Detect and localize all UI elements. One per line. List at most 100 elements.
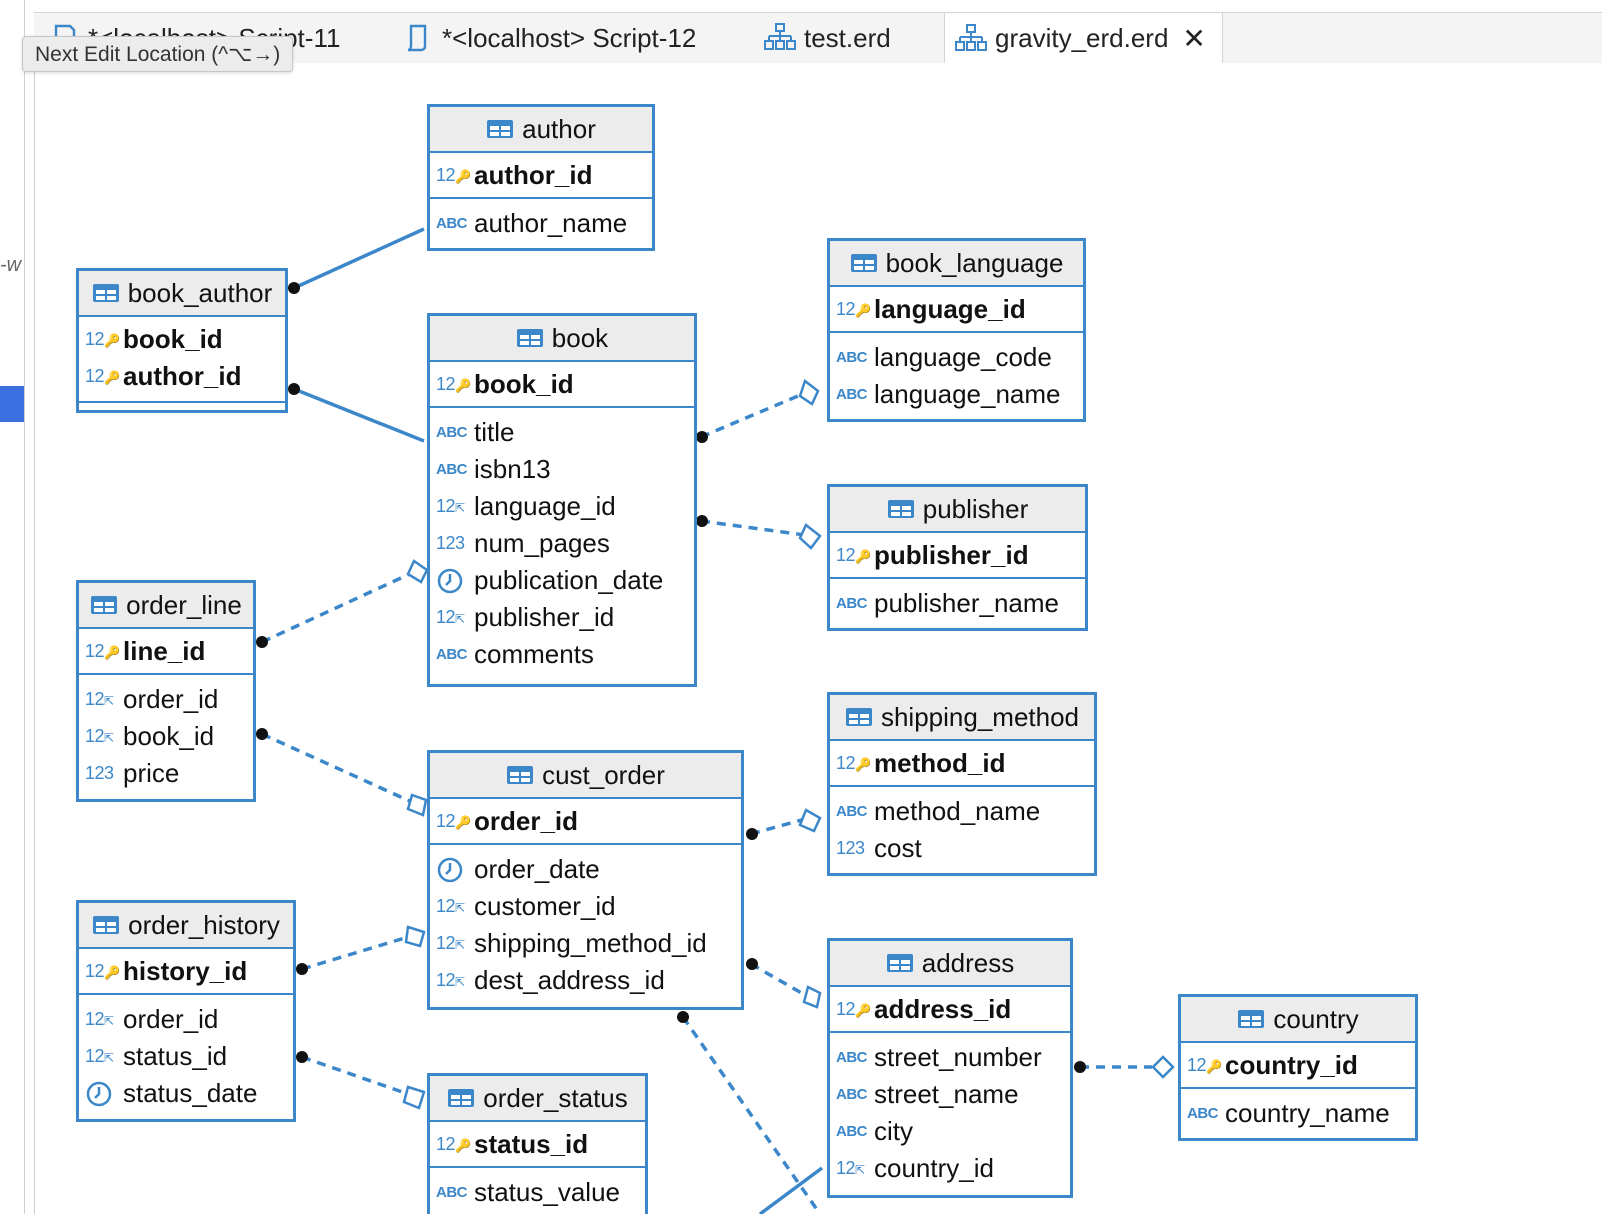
foreign-key-icon: 12⇱ [436,496,465,516]
attribute-row[interactable]: publication_date [430,562,694,599]
pk-attribute[interactable]: 12🔑author_id [430,153,652,199]
text-type-icon: ABC [836,803,868,820]
foreign-key-icon: 12⇱ [436,970,465,990]
key-icon: 12🔑 [85,366,120,386]
entity-header: book_language [830,241,1083,287]
table-icon [93,916,120,934]
entity-header: book [430,316,694,362]
attribute-row[interactable]: 12⇱shipping_method_id [436,928,707,958]
attribute-row[interactable]: 12⇱dest_address_id [436,965,665,995]
pk-attribute[interactable]: 12🔑book_id [85,324,223,354]
foreign-key-icon: 12⇱ [436,607,465,627]
number-type-icon: 123 [836,838,865,858]
entity-order_history[interactable]: order_history 12🔑history_id 12⇱order_id … [76,900,296,1122]
tab-test-erd[interactable]: test.erd [764,13,891,63]
gutter-selection-marker [0,386,24,422]
pk-attribute[interactable]: 12🔑address_id [830,987,1070,1033]
attribute-row[interactable]: status_date [79,1075,293,1112]
pk-attribute[interactable]: 12🔑book_id [430,362,694,408]
pk-attribute[interactable]: 12🔑order_id [430,799,741,845]
pk-attribute[interactable]: 12🔑publisher_id [830,533,1085,579]
text-type-icon: ABC [836,1123,868,1140]
attribute-row[interactable]: 12⇱language_id [436,491,616,521]
attribute-row[interactable]: order_date [430,851,741,888]
close-icon[interactable]: ✕ [1182,23,1206,54]
attribute-row[interactable]: 12⇱customer_id [436,891,616,921]
foreign-key-icon: 12⇱ [836,1158,865,1178]
attribute-row[interactable]: 12⇱publisher_id [436,602,615,632]
attribute-row[interactable]: 12⇱country_id [836,1153,994,1183]
text-type-icon: ABC [436,461,468,478]
foreign-key-icon: 12⇱ [436,896,465,916]
pk-attribute[interactable]: 12🔑method_id [830,741,1094,787]
text-type-icon: ABC [836,595,868,612]
key-icon: 12🔑 [85,640,120,661]
text-type-icon: ABC [436,215,468,232]
entity-header: country [1181,997,1415,1043]
tab-label: *<localhost> Script-12 [442,22,697,53]
pk-attribute[interactable]: 12🔑line_id [79,629,253,675]
key-icon: 12🔑 [436,164,471,185]
script-icon [407,24,427,52]
tab-gravity-erd[interactable]: gravity_erd.erd ✕ [944,13,1223,64]
table-icon [516,329,543,347]
gutter-clipped-text: -w [0,254,22,276]
foreign-key-icon: 12⇱ [85,1046,114,1066]
foreign-key-icon: 12⇱ [85,1009,114,1029]
number-type-icon: 123 [85,763,114,783]
tab-script-12[interactable]: *<localhost> Script-12 [402,13,696,63]
attribute-row[interactable]: 12⇱status_id [85,1041,228,1071]
entity-header: publisher [830,487,1085,533]
foreign-key-icon: 12⇱ [85,726,114,746]
attribute-row[interactable]: 12⇱order_id [85,1004,219,1034]
pk-attribute[interactable]: 12🔑country_id [1181,1043,1415,1089]
key-icon: 12🔑 [436,810,471,831]
table-icon [448,1089,475,1107]
text-type-icon: ABC [836,349,868,366]
entity-header: book_author [79,271,285,317]
entity-cust_order[interactable]: cust_order 12🔑order_id order_date 12⇱cus… [427,750,744,1010]
pk-attribute[interactable]: 12🔑history_id [79,949,293,995]
entity-header: order_history [79,903,293,949]
clock-icon [436,856,472,884]
text-type-icon: ABC [836,1086,868,1103]
clock-icon [85,1080,121,1108]
entity-book_author[interactable]: book_author 12🔑book_id 12🔑author_id [76,268,288,413]
tab-label: gravity_erd.erd [995,23,1169,53]
pk-attribute[interactable]: 12🔑status_id [430,1122,645,1168]
key-icon: 12🔑 [85,960,120,981]
attribute-row[interactable]: 12⇱order_id [85,684,219,714]
pk-attribute[interactable]: 12🔑language_id [830,287,1083,333]
attribute-row[interactable]: 12⇱book_id [85,721,215,751]
pk-attribute[interactable]: 12🔑author_id [85,361,242,391]
tab-label: test.erd [804,22,891,53]
entity-order_line[interactable]: order_line 12🔑line_id 12⇱order_id 12⇱boo… [76,580,256,802]
table-icon [92,284,119,302]
table-icon [845,708,872,726]
table-icon [487,120,514,138]
